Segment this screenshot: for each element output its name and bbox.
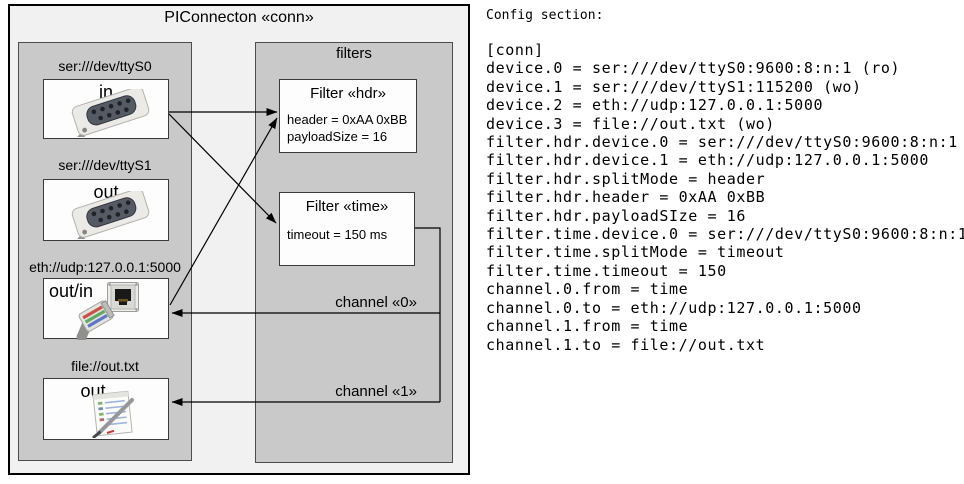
channel-1-label: channel «1»	[335, 383, 417, 400]
filter-property: header = 0xAA 0xBB	[287, 112, 408, 127]
device-box-eth: out/in	[43, 278, 169, 340]
filter-title: Filter «time»	[305, 198, 389, 215]
ethernet-cable-icon	[75, 300, 115, 340]
notepad-icon	[92, 390, 134, 438]
device-label-file: file://out.txt	[71, 358, 139, 374]
filter-property: payloadSize = 16	[287, 129, 388, 144]
filter-properties: timeout = 150 ms	[287, 226, 387, 243]
config-heading: Config section:	[486, 8, 604, 23]
filter-property: timeout = 150 ms	[287, 227, 388, 242]
device-label-ttys0: ser:///dev/ttyS0	[58, 58, 152, 74]
serial-port-icon	[64, 191, 150, 239]
filter-properties: header = 0xAA 0xBB payloadSize = 16	[287, 111, 407, 145]
filter-card-hdr: Filter «hdr» header = 0xAA 0xBB payloadS…	[279, 79, 417, 153]
connector-title: PIConnecton «conn»	[164, 9, 314, 26]
channel-0-label: channel «0»	[335, 294, 417, 311]
serial-port-icon	[64, 89, 150, 137]
filter-title: Filter «hdr»	[310, 85, 386, 102]
filters-panel-label: filters	[336, 45, 372, 62]
device-box-ttys0: in	[43, 79, 169, 139]
filter-card-time: Filter «time» timeout = 150 ms	[279, 192, 415, 266]
device-box-ttys1: out	[43, 179, 169, 241]
device-box-file: out	[43, 378, 169, 440]
config-code: [conn] device.0 = ser:///dev/ttyS0:9600:…	[486, 41, 964, 354]
device-direction-label: out/in	[49, 281, 94, 301]
device-label-eth: eth://udp:127.0.0.1:5000	[29, 259, 181, 275]
device-label-ttys1: ser:///dev/ttyS1	[58, 157, 152, 173]
